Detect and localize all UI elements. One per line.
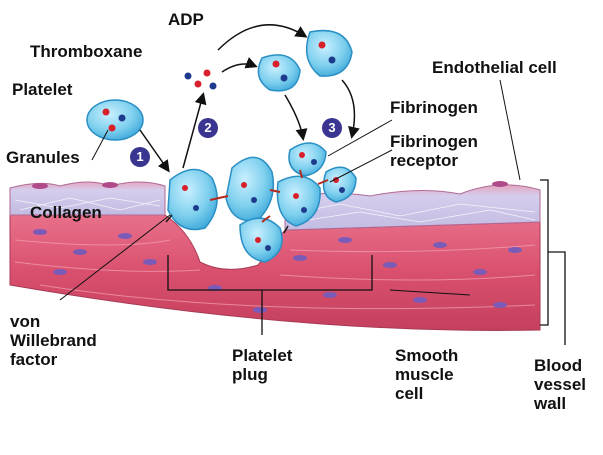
plug-granules [182,152,345,251]
platelet-label: Platelet [12,80,73,99]
fibrinogen-label: Fibrinogen [390,98,478,117]
fibrinogen-receptor-label: Fibrinogen receptor [390,132,478,170]
endothelial-cell-label: Endothelial cell [432,58,557,77]
vessel-wall-bracket [540,179,566,345]
process-arrows [139,24,360,173]
step-2-badge: 2 [198,118,218,138]
smooth-muscle-label: Smooth muscle cell [395,346,459,403]
plug-platelets [167,142,357,263]
activating-platelet-1 [257,54,301,92]
granules-label: Granules [6,148,80,167]
adp-label: ADP [168,10,204,29]
platelet-plug-bracket [167,255,373,335]
collagen-fibers [14,197,536,223]
free-platelet [86,99,144,141]
collagen-label: Collagen [30,203,102,222]
thromboxane-label: Thromboxane [30,42,143,61]
von-willebrand-ticks [165,214,289,234]
endothelial-nuclei [32,181,508,189]
platelet-plug-label: Platelet plug [232,346,293,384]
von-willebrand-label: von Willebrand factor [10,312,97,369]
step-3-badge: 3 [322,118,342,138]
muscle-striations [14,239,536,310]
activating-platelet-2 [305,29,353,77]
step-1-badge: 1 [130,147,150,167]
blood-vessel-wall-label: Blood vessel wall [534,356,586,413]
adp-thromboxane-granules [184,69,217,90]
leader-lines [59,79,521,301]
fibrinogen-bridges [209,169,329,223]
